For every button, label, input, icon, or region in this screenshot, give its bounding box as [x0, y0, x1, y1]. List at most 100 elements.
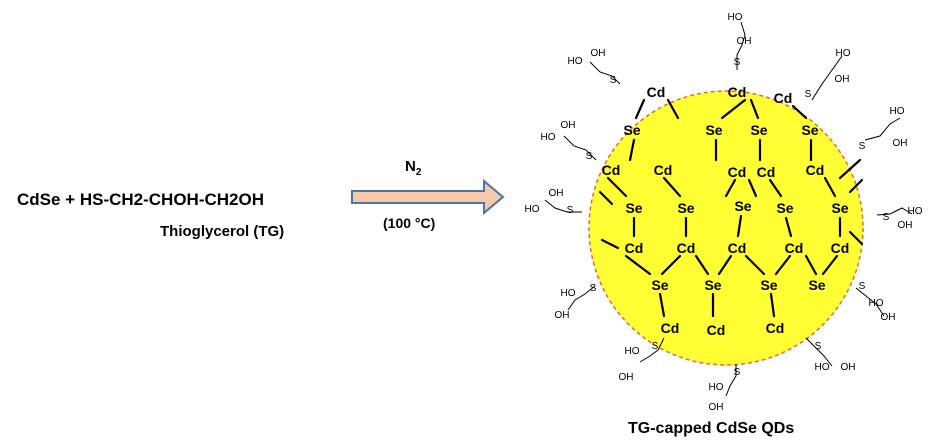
ligand-chain: [811, 55, 843, 101]
cd-atom: Cd: [757, 164, 776, 180]
ligand-chain: [864, 117, 901, 141]
sulfur-label: S: [586, 151, 593, 162]
se-atom: Se: [625, 200, 642, 216]
cd-atom: Cd: [806, 162, 825, 178]
cd-atom: Cd: [728, 164, 747, 180]
quantum-dot-core: [588, 90, 864, 366]
sulfur-label: S: [652, 341, 659, 352]
hydroxyl-label: HO: [525, 204, 540, 215]
ligand-chain: [567, 285, 596, 311]
hydroxyl-label: OH: [619, 372, 634, 383]
ligand-chain: [544, 199, 582, 213]
hydroxyl-label: OH: [561, 120, 576, 131]
reaction-gas: N2: [405, 158, 421, 178]
cd-atom: Cd: [774, 90, 793, 106]
gas-subscript: 2: [415, 167, 422, 178]
hydroxyl-label: HO: [561, 288, 576, 299]
ligand-chain: [736, 21, 746, 70]
hydroxyl-label: HO: [625, 346, 640, 357]
ligand-chain: [563, 135, 597, 161]
hydroxyl-label: OH: [841, 362, 856, 373]
lattice-bond: [747, 178, 758, 198]
lattice-bond: [838, 158, 862, 180]
sulfur-label: S: [610, 75, 617, 86]
se-atom: Se: [776, 200, 793, 216]
ligand-chain: [805, 337, 833, 367]
lattice-bond: [634, 98, 646, 120]
lattice-bond: [717, 254, 733, 276]
lattice-bond: [736, 214, 743, 238]
reaction-arrow: [351, 178, 505, 216]
gas-symbol: N: [405, 158, 416, 175]
lattice-bond: [660, 254, 682, 276]
cd-atom: Cd: [677, 240, 696, 256]
hydroxyl-label: HO: [908, 206, 923, 217]
lattice-bond: [720, 98, 747, 120]
hydroxyl-label: HO: [869, 298, 884, 309]
hydroxyl-label: HO: [728, 12, 743, 23]
lattice-bond: [724, 178, 737, 198]
sulfur-label: S: [590, 283, 597, 294]
sulfur-label: S: [567, 205, 574, 216]
lattice-bond: [598, 190, 614, 206]
hydroxyl-label: OH: [737, 36, 752, 47]
sulfur-label: S: [805, 89, 812, 100]
ligand-chain: [639, 337, 665, 363]
lattice-bond: [744, 254, 766, 276]
reaction-equation: CdSe + HS-CH2-CHOH-CH2OH: [17, 190, 264, 209]
hydroxyl-label: HO: [836, 48, 851, 59]
sulfur-label: S: [815, 341, 822, 352]
particle-caption: TG-capped CdSe QDs: [628, 420, 795, 437]
cd-atom: Cd: [728, 84, 747, 100]
reaction-temperature: (100 °C): [383, 215, 436, 231]
lattice-bond: [791, 104, 808, 120]
lattice-bond: [848, 178, 864, 194]
hydroxyl-label: OH: [709, 402, 724, 413]
se-atom: Se: [705, 122, 722, 138]
cd-atom: Cd: [831, 240, 850, 256]
se-atom: Se: [760, 277, 777, 293]
cd-atom: Cd: [625, 240, 644, 256]
sulfur-label: S: [734, 367, 741, 378]
hydroxyl-label: OH: [549, 188, 564, 199]
reagent-name: Thioglycerol (TG): [160, 223, 285, 240]
cd-atom: Cd: [766, 320, 785, 336]
lattice-bond: [821, 254, 839, 276]
sulfur-label: S: [859, 281, 866, 292]
hydroxyl-label: HO: [709, 382, 724, 393]
cd-atom: Cd: [647, 84, 666, 100]
ligand-chain: [725, 364, 737, 397]
cd-atom: Cd: [661, 320, 680, 336]
ligand-labels: SHOOHSHOOHSHOOHSHOOHSHOOHSHOOHSHOOHSHOOH…: [525, 12, 923, 413]
lattice-bond: [804, 254, 818, 276]
hydroxyl-label: OH: [591, 48, 606, 59]
cd-atom: Cd: [602, 162, 621, 178]
lattice-bond: [624, 254, 652, 276]
ligand-shell: [544, 21, 913, 397]
lattice-bond: [774, 254, 792, 276]
lattice-bonds: [598, 98, 864, 318]
hydroxyl-label: OH: [555, 310, 570, 321]
hydroxyl-label: HO: [815, 362, 830, 373]
lattice-bond: [606, 176, 628, 198]
se-atom: Se: [801, 122, 818, 138]
lattice-bond: [769, 292, 776, 318]
lattice-bond: [658, 292, 666, 318]
ligand-chain: [855, 287, 885, 317]
hydroxyl-label: OH: [835, 74, 850, 85]
lattice-bond: [784, 216, 793, 238]
lattice-bond: [662, 176, 682, 198]
lattice-bond: [749, 98, 760, 120]
lattice-bond: [768, 178, 783, 198]
sulfur-label: S: [734, 57, 741, 68]
se-atom: Se: [623, 122, 640, 138]
se-atom: Se: [831, 200, 848, 216]
hydroxyl-label: OH: [898, 220, 913, 231]
sulfur-label: S: [883, 212, 890, 223]
se-atom: Se: [704, 277, 721, 293]
cd-atom: Cd: [785, 240, 804, 256]
lattice-bond: [694, 254, 710, 276]
sulfur-label: S: [859, 141, 866, 152]
se-atom: Se: [734, 198, 751, 214]
